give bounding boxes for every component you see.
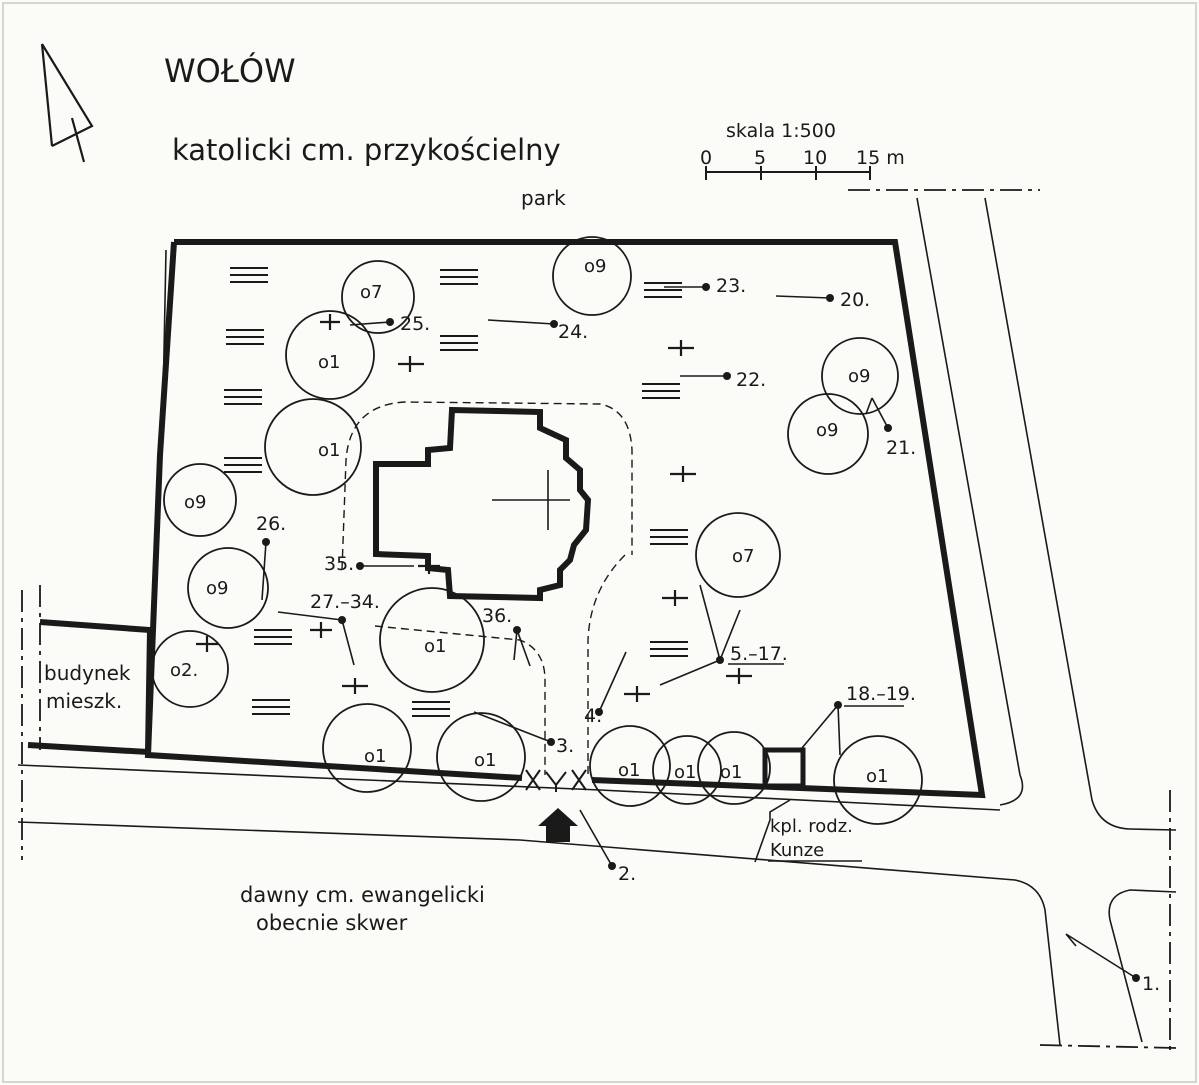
tree-label: o1 <box>318 440 340 461</box>
tree-label: o2. <box>170 660 198 681</box>
tree <box>163 463 237 537</box>
entrance-gate <box>525 769 587 842</box>
kunze-tomb <box>762 747 806 789</box>
object-dots <box>262 283 1140 982</box>
tree-label: o1 <box>424 636 446 657</box>
object-label: 26. <box>256 513 286 535</box>
object-label: 21. <box>886 437 916 459</box>
object-label: 5.–17. <box>730 643 788 665</box>
scale-tick-15: 15 m <box>856 147 905 169</box>
object-label: 18.–19. <box>846 683 916 705</box>
south-label-line2: obecnie skwer <box>256 911 408 935</box>
object-labels: 1. 2. 3. 4. 5.–17. 18.–19. 20. 21. 22. 2… <box>256 275 1160 995</box>
object-label: 2. <box>618 863 636 885</box>
cemetery-subtitle: katolicki cm. przykościelny <box>172 133 561 167</box>
tomb-label-line2: Kunze <box>770 840 824 861</box>
tree <box>787 393 869 475</box>
tree-label: o9 <box>584 256 606 277</box>
path-around-church <box>341 401 633 571</box>
tree <box>151 630 229 708</box>
tree-label: o1 <box>364 746 386 767</box>
park-label: park <box>521 186 566 210</box>
tree-label: o1 <box>618 760 640 781</box>
tree <box>697 731 771 805</box>
tree <box>833 735 923 825</box>
streets <box>17 189 1177 1050</box>
scale-tick-5: 5 <box>754 147 766 169</box>
scale-bar: skala 1:500 0 5 10 15 m <box>700 120 905 180</box>
object-label: 23. <box>716 275 746 297</box>
tree-label: o9 <box>206 578 228 599</box>
south-label-line1: dawny cm. ewangelicki <box>240 883 485 907</box>
scale-tick-10: 10 <box>803 147 827 169</box>
entrance-arrow <box>538 808 578 842</box>
tree-labels: o7 o1 o1 o9 o9 o2. o1 o1 o1 o9 o7 o1 o1 … <box>170 256 888 787</box>
plan-number-mark <box>40 43 94 163</box>
tree-label: o7 <box>732 546 754 567</box>
tree-label: o1 <box>674 762 696 783</box>
tree-label: o9 <box>184 492 206 513</box>
path-right <box>587 554 626 775</box>
tree-label: o9 <box>816 420 838 441</box>
object-label: 3. <box>556 735 574 757</box>
tree-label: o1 <box>318 352 340 373</box>
town-title: WOŁÓW <box>164 51 296 90</box>
object-label: 20. <box>840 289 870 311</box>
tree-label: o1 <box>866 766 888 787</box>
object-label: 27.–34. <box>310 591 380 613</box>
tree <box>652 735 722 805</box>
church-building <box>373 406 592 602</box>
tomb-label-line1: kpl. rodz. <box>770 816 853 837</box>
object-label: 35. <box>324 553 354 575</box>
tree <box>341 260 415 334</box>
scale-tick-0: 0 <box>700 147 712 169</box>
tree <box>187 547 269 629</box>
object-label: 36. <box>482 605 512 627</box>
tree <box>322 703 412 793</box>
trees <box>151 236 923 825</box>
tree-label: o1 <box>474 750 496 771</box>
tree <box>589 725 671 807</box>
tree-label: o9 <box>848 366 870 387</box>
grave-symbols <box>224 267 688 717</box>
tree <box>695 512 781 598</box>
tree <box>552 236 632 316</box>
building-label-line1: budynek <box>44 661 131 685</box>
leader-lines <box>261 286 1137 979</box>
label-underlines <box>728 663 904 707</box>
tree-label: o1 <box>720 762 742 783</box>
object-label: 1. <box>1142 973 1160 995</box>
tree <box>379 587 485 693</box>
cross-symbols <box>196 314 752 702</box>
object-label: 22. <box>736 369 766 391</box>
tree <box>436 712 526 802</box>
tree <box>285 310 375 400</box>
object-label: 4. <box>584 705 602 727</box>
scale-label: skala 1:500 <box>726 120 836 142</box>
object-label: 24. <box>558 321 588 343</box>
tree <box>821 337 899 415</box>
tree-label: o7 <box>360 282 382 303</box>
tree <box>264 398 362 496</box>
building-label-line2: mieszk. <box>46 689 122 713</box>
object-label: 25. <box>400 313 430 335</box>
